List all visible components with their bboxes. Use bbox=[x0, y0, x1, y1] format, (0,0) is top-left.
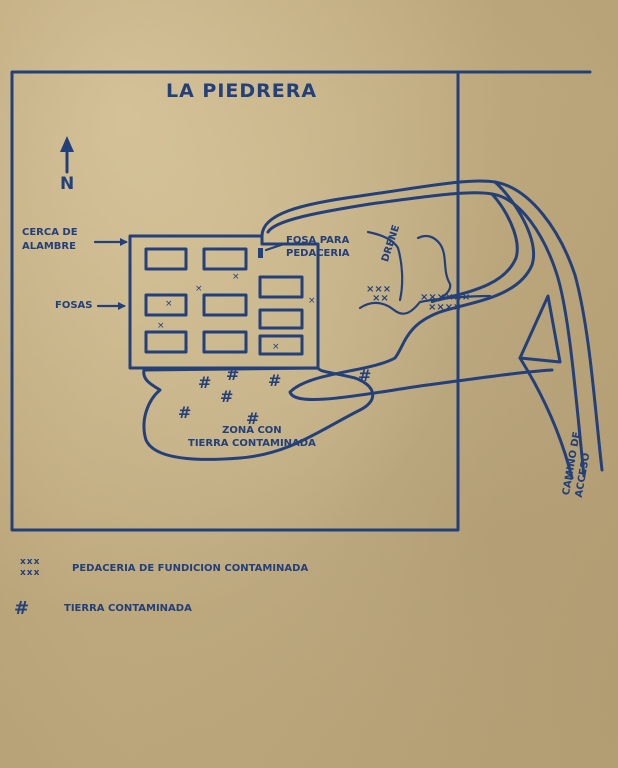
svg-text:×: × bbox=[232, 272, 240, 282]
pit bbox=[202, 330, 248, 354]
svg-text:××: ×× bbox=[372, 293, 389, 304]
svg-text:#: # bbox=[246, 409, 259, 428]
pit bbox=[202, 247, 248, 271]
map-title: LA PIEDRERA bbox=[166, 80, 318, 102]
pit-marks: × × × × × × bbox=[157, 272, 316, 352]
north-arrow-icon bbox=[60, 136, 74, 174]
road-loop bbox=[288, 180, 554, 402]
pit bbox=[144, 330, 188, 354]
legend-soil-label: TIERRA CONTAMINADA bbox=[64, 603, 192, 614]
north-label: N bbox=[60, 174, 75, 194]
scrap-marks: ×××××× ×××× ××× ×× bbox=[366, 284, 470, 313]
scrap-pit bbox=[258, 248, 263, 258]
pits-grid bbox=[144, 247, 304, 356]
svg-text:×: × bbox=[165, 299, 173, 309]
access-road-triangle bbox=[518, 294, 562, 364]
drain-right bbox=[416, 234, 452, 304]
svg-text:××××××: ×××××× bbox=[420, 292, 470, 303]
svg-text:#: # bbox=[198, 373, 211, 392]
pit bbox=[258, 334, 304, 356]
scrap-pit-label: FOSA PARA PEDACERIA bbox=[286, 235, 350, 259]
svg-text:×××: ××× bbox=[366, 284, 391, 295]
svg-text:#: # bbox=[226, 365, 239, 384]
svg-text:××××: ×××× bbox=[428, 302, 462, 313]
svg-text:×: × bbox=[195, 284, 203, 294]
access-road-left bbox=[518, 356, 574, 480]
svg-text:×: × bbox=[308, 296, 316, 306]
road-loop-inner bbox=[436, 192, 519, 302]
legend-scrap-symbol: xxx xxx bbox=[20, 557, 41, 578]
scrap-pit-arrow bbox=[264, 242, 286, 252]
contaminated-zone-label: ZONA CON TIERRA CONTAMINADA bbox=[188, 425, 316, 449]
drain-left bbox=[366, 230, 404, 302]
svg-text:#: # bbox=[220, 387, 233, 406]
svg-text:×: × bbox=[157, 321, 165, 331]
drain-stream bbox=[358, 294, 492, 315]
soil-marks: # # # # # # # bbox=[178, 365, 371, 428]
pit bbox=[202, 293, 248, 317]
legend-soil-symbol: # bbox=[14, 598, 30, 619]
pits-label: FOSAS bbox=[55, 300, 93, 311]
svg-text:#: # bbox=[358, 366, 371, 385]
pit bbox=[144, 293, 188, 317]
svg-text:#: # bbox=[268, 371, 281, 390]
contaminated-zone bbox=[142, 366, 374, 461]
road-inner bbox=[266, 191, 586, 478]
property-boundary bbox=[10, 70, 592, 532]
pit bbox=[258, 308, 304, 330]
legend-scrap-label: PEDACERIA DE FUNDICION CONTAMINADA bbox=[72, 563, 309, 574]
fence-label: CERCA DE ALAMBRE bbox=[22, 227, 78, 252]
pit bbox=[258, 275, 304, 299]
svg-text:#: # bbox=[178, 403, 191, 422]
road-outer bbox=[260, 179, 604, 472]
svg-text:×: × bbox=[272, 342, 280, 352]
pit bbox=[144, 247, 188, 271]
